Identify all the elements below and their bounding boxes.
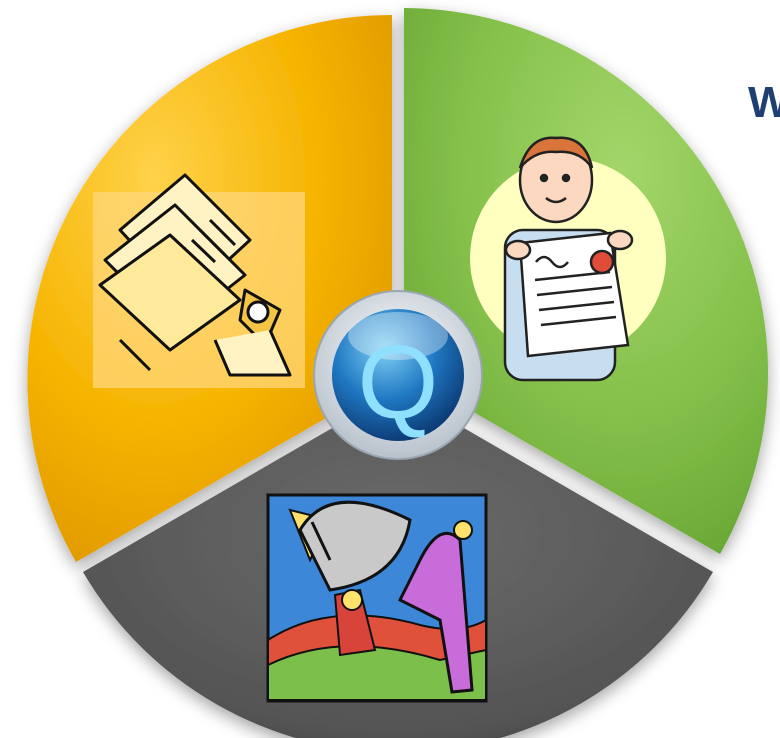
center-badge-letter: Q <box>358 325 439 441</box>
satellite-dish-person-icon <box>268 495 486 701</box>
q-orb-icon: Q <box>314 291 482 459</box>
title-fragment: W <box>748 78 780 128</box>
rolodex-card-file-icon <box>93 175 305 388</box>
